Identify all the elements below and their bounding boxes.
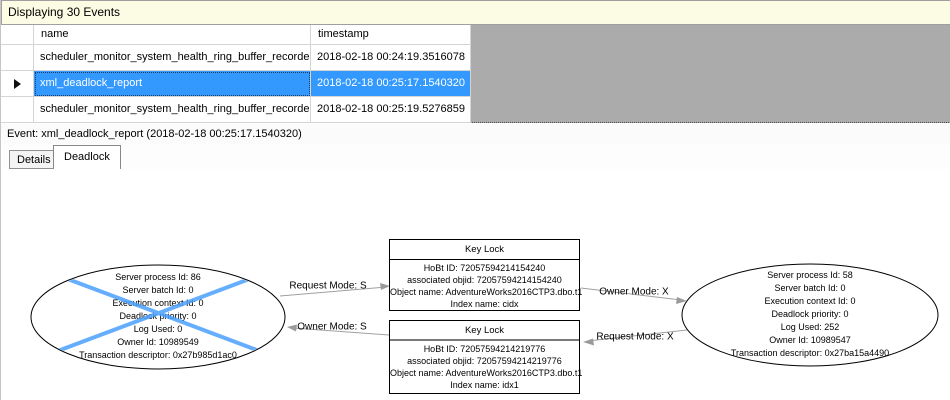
- resource-node-key-lock-top[interactable]: Key Lock HoBt ID: 72057594214154240 asso…: [389, 239, 583, 311]
- table-row-name[interactable]: scheduler_monitor_system_health_ring_buf…: [34, 97, 311, 123]
- table-row-name[interactable]: xml_deadlock_report: [34, 71, 311, 97]
- lock-title: Key Lock: [390, 240, 579, 260]
- process-detail-line: Log Used: 252: [780, 322, 840, 332]
- process-detail-line: Server process Id: 86: [115, 272, 201, 282]
- lock-detail-line: Index name: cidx: [450, 299, 519, 309]
- table-row-name[interactable]: scheduler_monitor_system_health_ring_buf…: [34, 45, 311, 71]
- process-detail-line: Server process Id: 58: [767, 270, 853, 280]
- tab-strip: Details Deadlock: [1, 144, 950, 169]
- lock-detail-line: associated objid: 72057594214219776: [407, 356, 562, 366]
- deadlock-graph-panel: Server process Id: 86 Server batch Id: 0…: [1, 169, 950, 400]
- table-row-timestamp[interactable]: 2018-02-18 00:25:17.1540320: [311, 71, 471, 97]
- edge-owner-x: [580, 287, 682, 301]
- arrowhead-owner-s-icon: [287, 324, 297, 332]
- process-detail-line: Execution context Id: 0: [112, 298, 204, 308]
- lock-detail-line: associated objid: 72057594214154240: [407, 275, 562, 285]
- lock-details: HoBt ID: 72057594214219776 associated ob…: [390, 341, 583, 391]
- process-details: Server process Id: 58 Server batch Id: 0…: [682, 269, 938, 360]
- process-detail-line: Deadlock priority: 0: [771, 309, 849, 319]
- lock-detail-line: HoBt ID: 72057594214219776: [423, 344, 546, 354]
- edge-owner-s: [292, 327, 390, 336]
- table-row-timestamp[interactable]: 2018-02-18 00:25:19.5276859: [311, 97, 471, 123]
- edge-request-x: [587, 329, 688, 342]
- edge-label-owner-mode-s: Owner Mode: S: [297, 321, 367, 333]
- events-count-label: Displaying 30 Events: [8, 5, 121, 19]
- table-row-timestamp[interactable]: 2018-02-18 00:24:19.3516078: [311, 45, 471, 71]
- process-detail-line: Deadlock priority: 0: [119, 311, 197, 321]
- victim-process-details: Server process Id: 86 Server batch Id: 0…: [31, 271, 285, 362]
- arrowhead-request-x-icon: [583, 338, 594, 346]
- process-detail-line: Transaction descriptor: 0x27ba15a4490: [730, 348, 890, 358]
- process-detail-line: Owner Id: 10989547: [769, 335, 851, 345]
- column-header-name[interactable]: name: [34, 25, 311, 45]
- column-header-timestamp[interactable]: timestamp: [311, 25, 471, 45]
- current-row-indicator-icon: [13, 78, 21, 89]
- lock-detail-line: HoBt ID: 72057594214154240: [423, 263, 546, 273]
- process-detail-line: Log Used: 0: [133, 324, 183, 334]
- process-detail-line: Owner Id: 10989549: [117, 337, 199, 347]
- row-header-selected[interactable]: [1, 71, 34, 97]
- process-detail-line: Execution context Id: 0: [764, 296, 856, 306]
- lock-details: HoBt ID: 72057594214154240 associated ob…: [390, 260, 583, 310]
- lock-title: Key Lock: [390, 321, 579, 341]
- process-detail-line: Server batch Id: 0: [122, 285, 194, 295]
- edge-label-owner-mode-x: Owner Mode: X: [599, 286, 669, 298]
- edge-label-request-mode-s: Request Mode: S: [289, 280, 367, 292]
- events-grid[interactable]: name timestamp scheduler_monitor_system_…: [1, 25, 950, 123]
- resource-node-key-lock-bottom[interactable]: Key Lock HoBt ID: 72057594214219776 asso…: [389, 320, 583, 394]
- row-header[interactable]: [1, 45, 34, 71]
- edge-request-s: [279, 286, 387, 297]
- grid-corner-cell[interactable]: [1, 25, 34, 45]
- arrowhead-owner-x-icon: [676, 297, 687, 304]
- process-node[interactable]: [681, 263, 939, 367]
- process-detail-line: Server batch Id: 0: [774, 283, 846, 293]
- edge-label-request-mode-x: Request Mode: X: [596, 331, 674, 343]
- lock-detail-line: Index name: idx1: [450, 380, 519, 390]
- tab-deadlock[interactable]: Deadlock: [53, 145, 121, 169]
- row-header[interactable]: [1, 97, 34, 123]
- tab-details[interactable]: Details: [9, 150, 59, 169]
- lock-detail-line: Object name: AdventureWorks2016CTP3.dbo.…: [390, 368, 583, 378]
- selected-event-label: Event: xml_deadlock_report (2018-02-18 0…: [1, 124, 950, 144]
- arrowhead-request-s-icon: [380, 283, 390, 290]
- process-detail-line: Transaction descriptor: 0x27b985d1ac0: [79, 350, 237, 360]
- events-count-bar: Displaying 30 Events: [1, 0, 950, 25]
- lock-detail-line: Object name: AdventureWorks2016CTP3.dbo.…: [390, 287, 583, 297]
